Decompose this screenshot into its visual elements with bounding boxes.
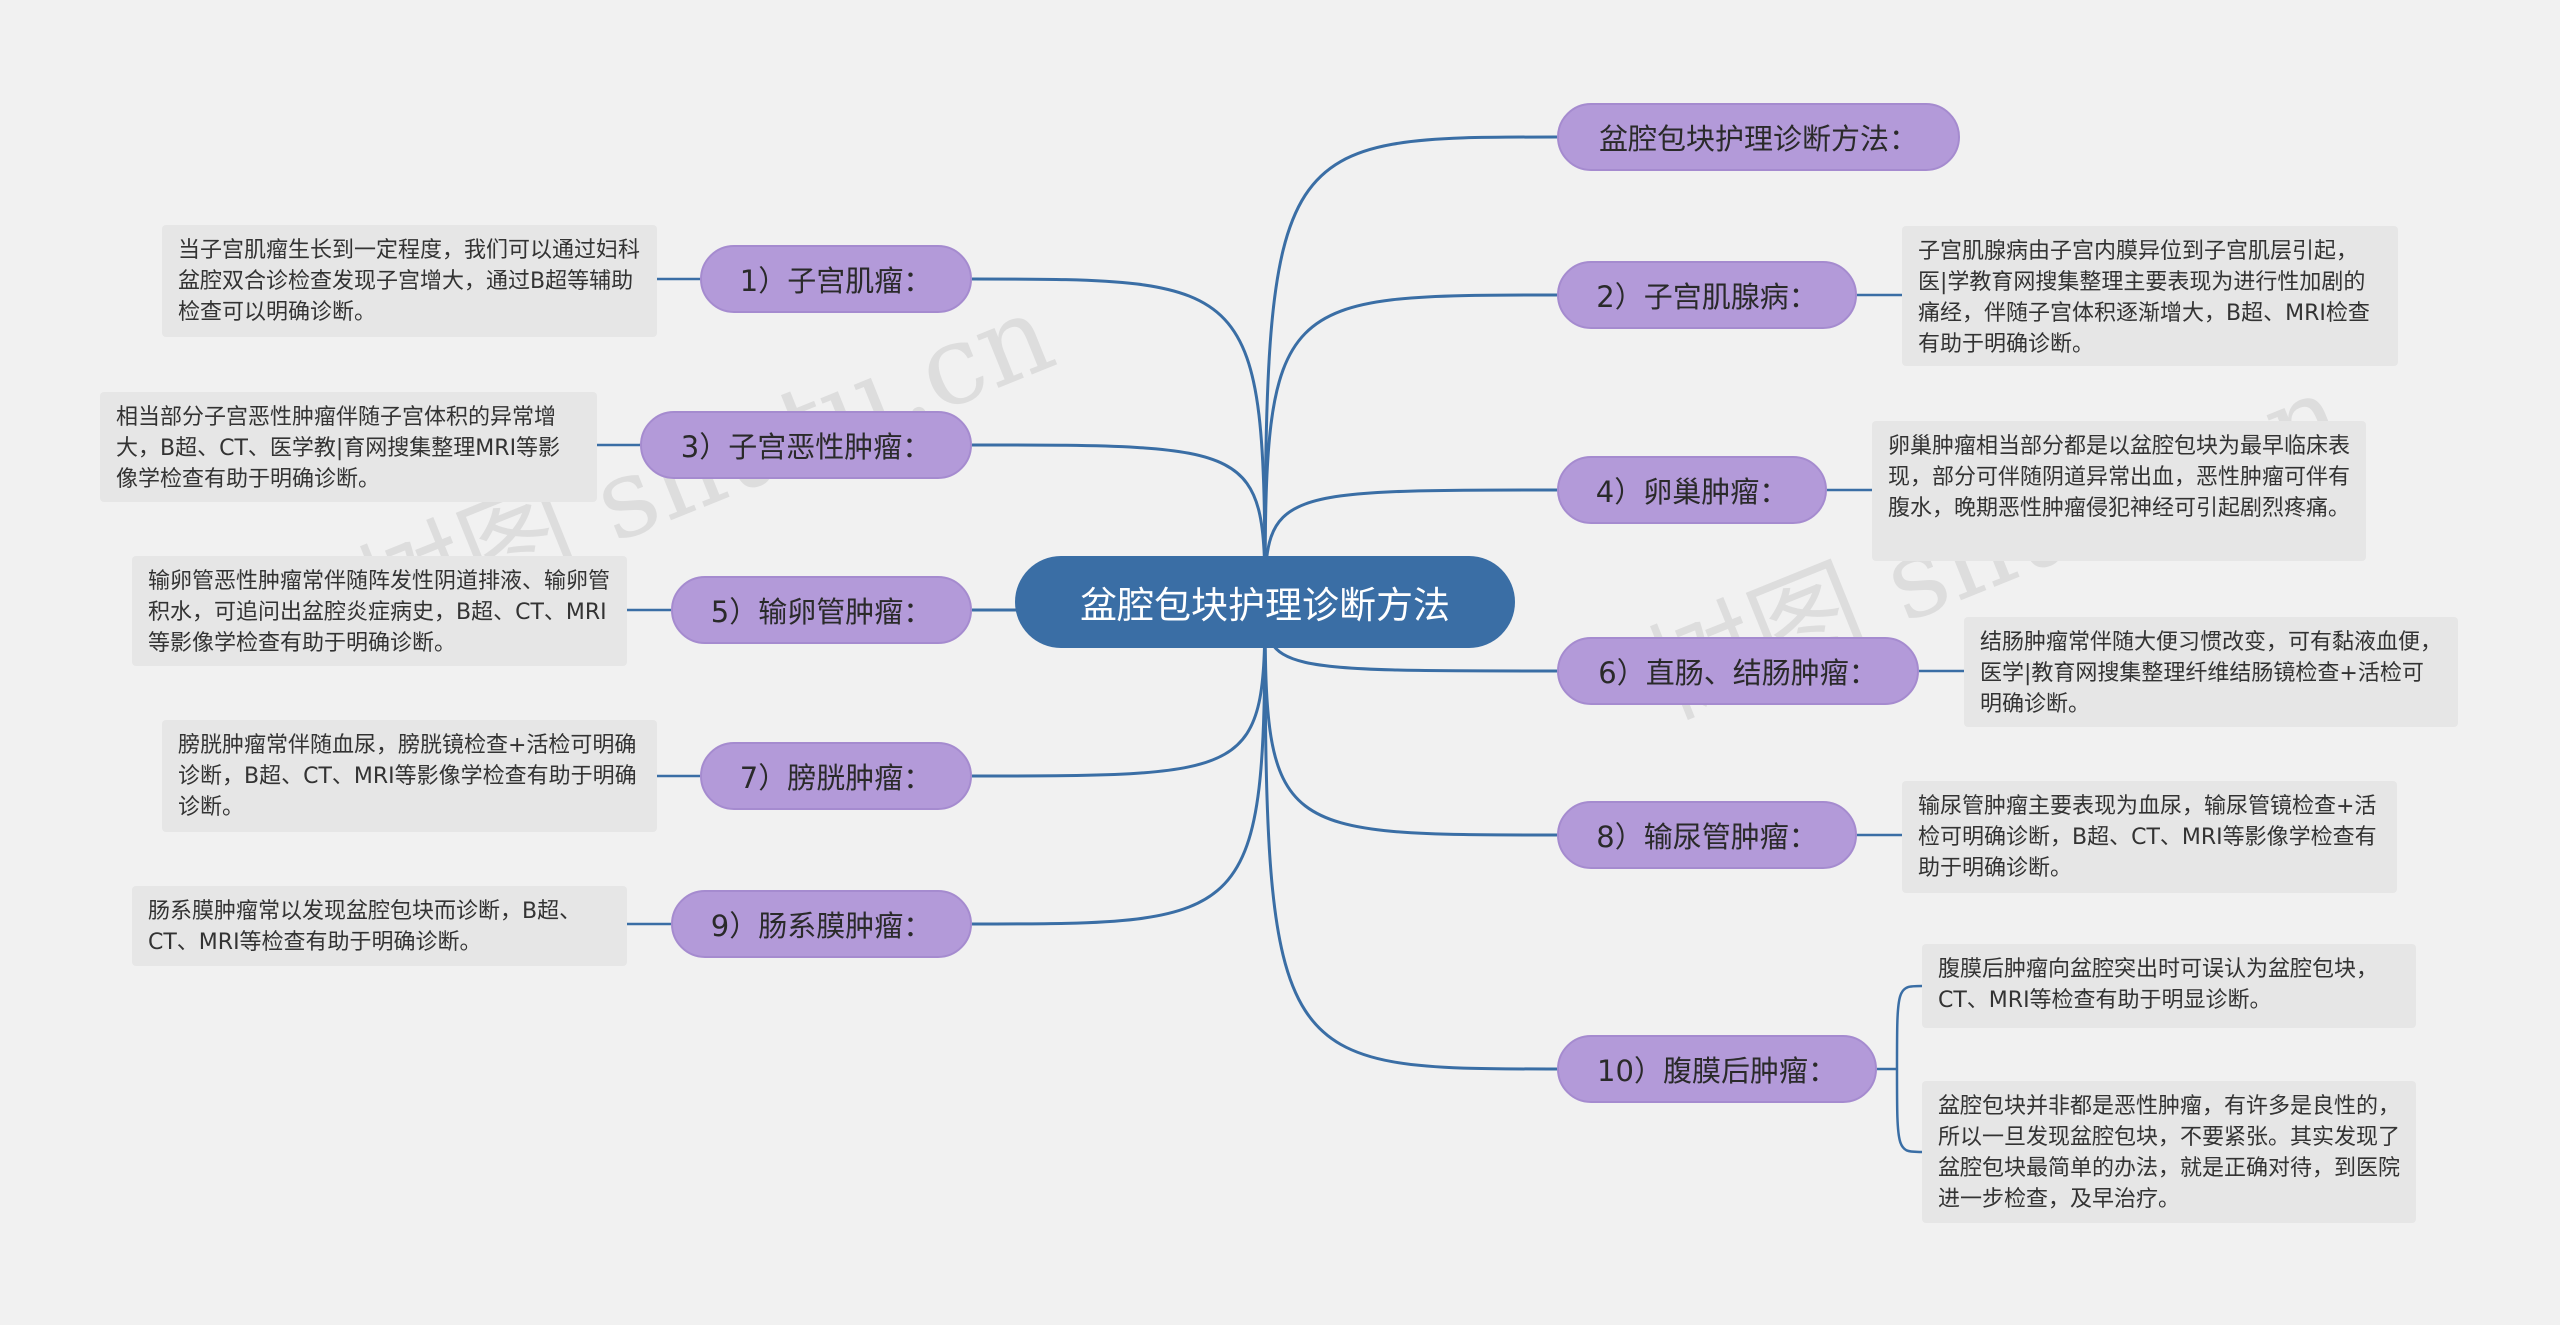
note-fallopian-tumor: 输卵管恶性肿瘤常伴随阵发性阴道排液、输卵管积水，可追问出盆腔炎症病史，B超、CT… xyxy=(132,556,627,666)
branch-ovarian-tumor[interactable]: 4）卵巢肿瘤： xyxy=(1557,456,1827,524)
note-uterine-malignancy: 相当部分子宫恶性肿瘤伴随子宫体积的异常增大，B超、CT、医学教|育网搜集整理MR… xyxy=(100,392,597,502)
branch-ureter-tumor[interactable]: 8）输尿管肿瘤： xyxy=(1557,801,1857,869)
note-ovarian-tumor: 卵巢肿瘤相当部分都是以盆腔包块为最早临床表现，部分可伴随阴道异常出血，恶性肿瘤可… xyxy=(1872,421,2366,561)
branch-mesenteric-tumor[interactable]: 9）肠系膜肿瘤： xyxy=(671,890,972,958)
link-right-note-5b xyxy=(1895,1068,1923,1154)
root-topic[interactable]: 盆腔包块护理诊断方法 xyxy=(1015,556,1515,648)
link-root-right-5 xyxy=(1263,601,1558,1071)
note-colorectal-tumor: 结肠肿瘤常伴随大便习惯改变，可有黏液血便，医学|教育网搜集整理纤维结肠镜检查+活… xyxy=(1964,617,2458,727)
note-mesenteric-tumor: 肠系膜肿瘤常以发现盆腔包块而诊断，B超、CT、MRI等检查有助于明确诊断。 xyxy=(132,886,627,966)
note-bladder-tumor: 膀胱肿瘤常伴随血尿，膀胱镜检查+活检可明确诊断，B超、CT、MRI等影像学检查有… xyxy=(162,720,657,832)
note-adenomyosis: 子宫肌腺病由子宫内膜异位到子宫肌层引起，医|学教育网搜集整理主要表现为进行性加剧… xyxy=(1902,226,2398,366)
link-right-note-5a xyxy=(1895,984,1923,1070)
link-root-left-0 xyxy=(971,277,1267,603)
link-root-right-0 xyxy=(1263,135,1558,603)
branch-colorectal-tumor[interactable]: 6）直肠、结肠肿瘤： xyxy=(1557,637,1919,705)
branch-adenomyosis[interactable]: 2）子宫肌腺病： xyxy=(1557,261,1857,329)
branch-fallopian-tumor[interactable]: 5）输卵管肿瘤： xyxy=(671,576,972,644)
note-pelvic-mass-advice: 盆腔包块并非都是恶性肿瘤，有许多是良性的，所以一旦发现盆腔包块，不要紧张。其实发… xyxy=(1922,1081,2416,1223)
link-root-left-4 xyxy=(971,601,1267,926)
note-uterine-fibroid: 当子宫肌瘤生长到一定程度，我们可以通过妇科盆腔双合诊检查发现子宫增大，通过B超等… xyxy=(162,225,657,337)
branch-uterine-malignancy[interactable]: 3）子宫恶性肿瘤： xyxy=(640,411,972,479)
branch-uterine-fibroid[interactable]: 1）子宫肌瘤： xyxy=(700,245,972,313)
branch-retroperitoneal-tumor[interactable]: 10）腹膜后肿瘤： xyxy=(1557,1035,1877,1103)
branch-bladder-tumor[interactable]: 7）膀胱肿瘤： xyxy=(700,742,972,810)
link-root-right-1 xyxy=(1263,293,1558,603)
note-ureter-tumor: 输尿管肿瘤主要表现为血尿，输尿管镜检查+活检可明确诊断，B超、CT、MRI等影像… xyxy=(1902,781,2397,893)
note-retroperitoneal-tumor: 腹膜后肿瘤向盆腔突出时可误认为盆腔包块，CT、MRI等检查有助于明显诊断。 xyxy=(1922,944,2416,1028)
branch-diagnosis-method[interactable]: 盆腔包块护理诊断方法： xyxy=(1557,103,1960,171)
